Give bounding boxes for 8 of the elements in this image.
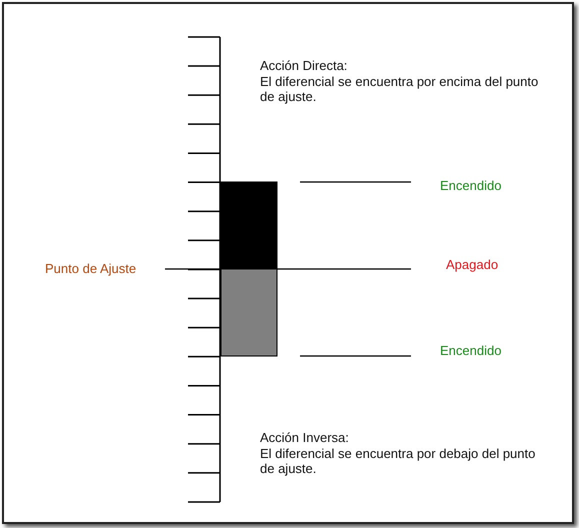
description-text: El diferencial se encuentra por debajo del punto de ajuste. [260,446,536,476]
state-label: Encendido [440,343,502,358]
state-label: Encendido [440,178,502,193]
description-text: El diferencial se encuentra por encima del punto de ajuste. [260,74,540,104]
heading-text: Acción Inversa: [260,430,349,445]
setpoint-label: Punto de Ajuste [45,261,136,276]
state-label: Apagado [446,257,498,272]
heading-text: Acción Directa: [260,58,348,73]
